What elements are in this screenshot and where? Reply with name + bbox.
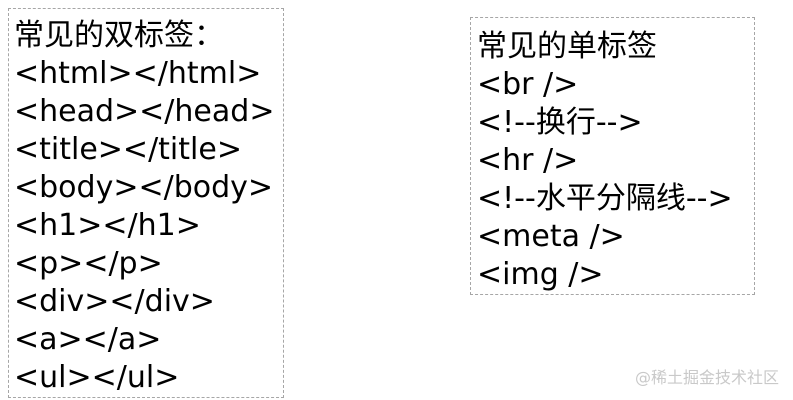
single-tags-heading: 常见的单标签 <box>477 29 657 64</box>
single-tag-item: <br /> <box>477 67 579 102</box>
single-tag-item: <!--换行--> <box>477 105 643 140</box>
single-tag-item: <!--水平分隔线--> <box>477 181 733 216</box>
single-tag-item: <hr /> <box>477 143 579 178</box>
single-tags-box: 常见的单标签 <br /> <!--换行--> <hr /> <!--水平分隔线… <box>470 17 755 295</box>
single-tag-item: <meta /> <box>477 219 625 254</box>
double-tags-heading: 常见的双标签： <box>14 18 224 53</box>
double-tag-item: <a></a> <box>14 322 162 357</box>
watermark: @稀土掘金技术社区 <box>634 368 779 387</box>
double-tag-item: <html></html> <box>14 56 262 91</box>
double-tag-item: <head></head> <box>14 94 275 129</box>
double-tags-box: 常见的双标签： <html></html> <head></head> <tit… <box>8 8 284 398</box>
double-tag-item: <div></div> <box>14 284 215 319</box>
single-tag-item: <img /> <box>477 257 604 292</box>
double-tag-item: <ul></ul> <box>14 360 180 395</box>
double-tag-item: <p></p> <box>14 246 163 281</box>
double-tag-item: <body></body> <box>14 170 274 205</box>
double-tag-item: <title></title> <box>14 132 242 167</box>
double-tag-item: <h1></h1> <box>14 208 201 243</box>
